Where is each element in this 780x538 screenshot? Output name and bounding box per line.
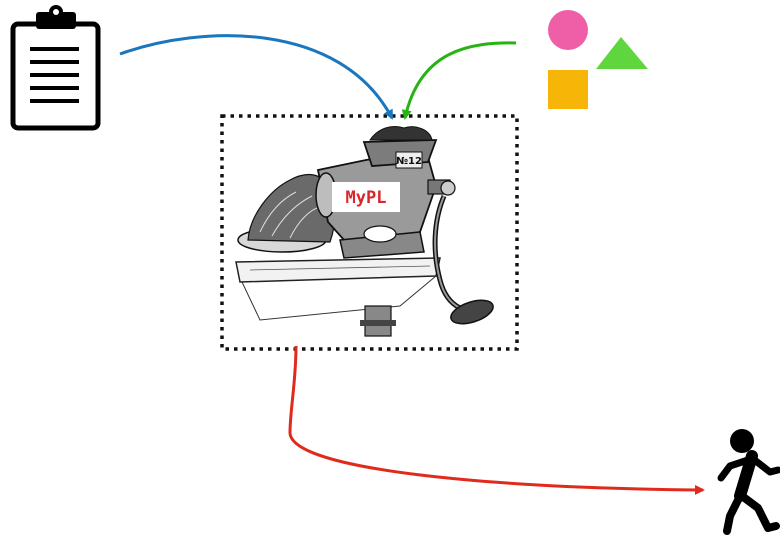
mypl-label: MyPL [332, 182, 400, 212]
clipboard-icon [10, 5, 101, 131]
arrow-clipboard-to-processor [119, 34, 394, 120]
pink-circle [548, 10, 588, 50]
arrow-processor-to-runner [288, 345, 705, 495]
green-triangle [596, 37, 648, 69]
shapes-icon [548, 10, 648, 109]
arrow-shapes-to-processor [401, 41, 517, 120]
meat-grinder-illustration [235, 126, 494, 337]
orange-square [548, 70, 588, 109]
grinder-plate-text: №12 [396, 156, 422, 167]
processor-box [220, 114, 519, 351]
mypl-label-text: MyPL [346, 188, 387, 208]
running-person-icon [717, 429, 780, 535]
